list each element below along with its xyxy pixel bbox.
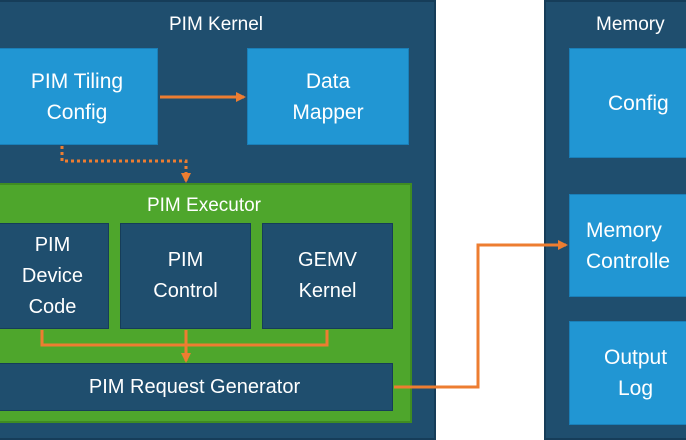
pim-control-box: PIM Control — [120, 223, 251, 329]
pim-tiling-config-box: PIM Tiling Config — [0, 48, 158, 145]
output-log-box: Output Log — [569, 321, 686, 425]
arrow-generator-to-memory — [394, 240, 568, 389]
pim-device-code-box: PIM Device Code — [0, 223, 109, 329]
memory-config-box: Config — [569, 48, 686, 158]
data-mapper-box: Data Mapper — [247, 48, 409, 145]
pim-request-generator-box: PIM Request Generator — [0, 363, 393, 411]
arrow-tiling-to-executor-dotted — [60, 146, 191, 183]
pim-executor-title: PIM Executor — [146, 195, 262, 216]
pim-kernel-title: PIM Kernel — [169, 14, 263, 35]
memory-title: Memory — [596, 14, 665, 35]
gemv-kernel-box: GEMV Kernel — [262, 223, 393, 329]
memory-controller-box: Memory Controlle — [569, 194, 686, 297]
